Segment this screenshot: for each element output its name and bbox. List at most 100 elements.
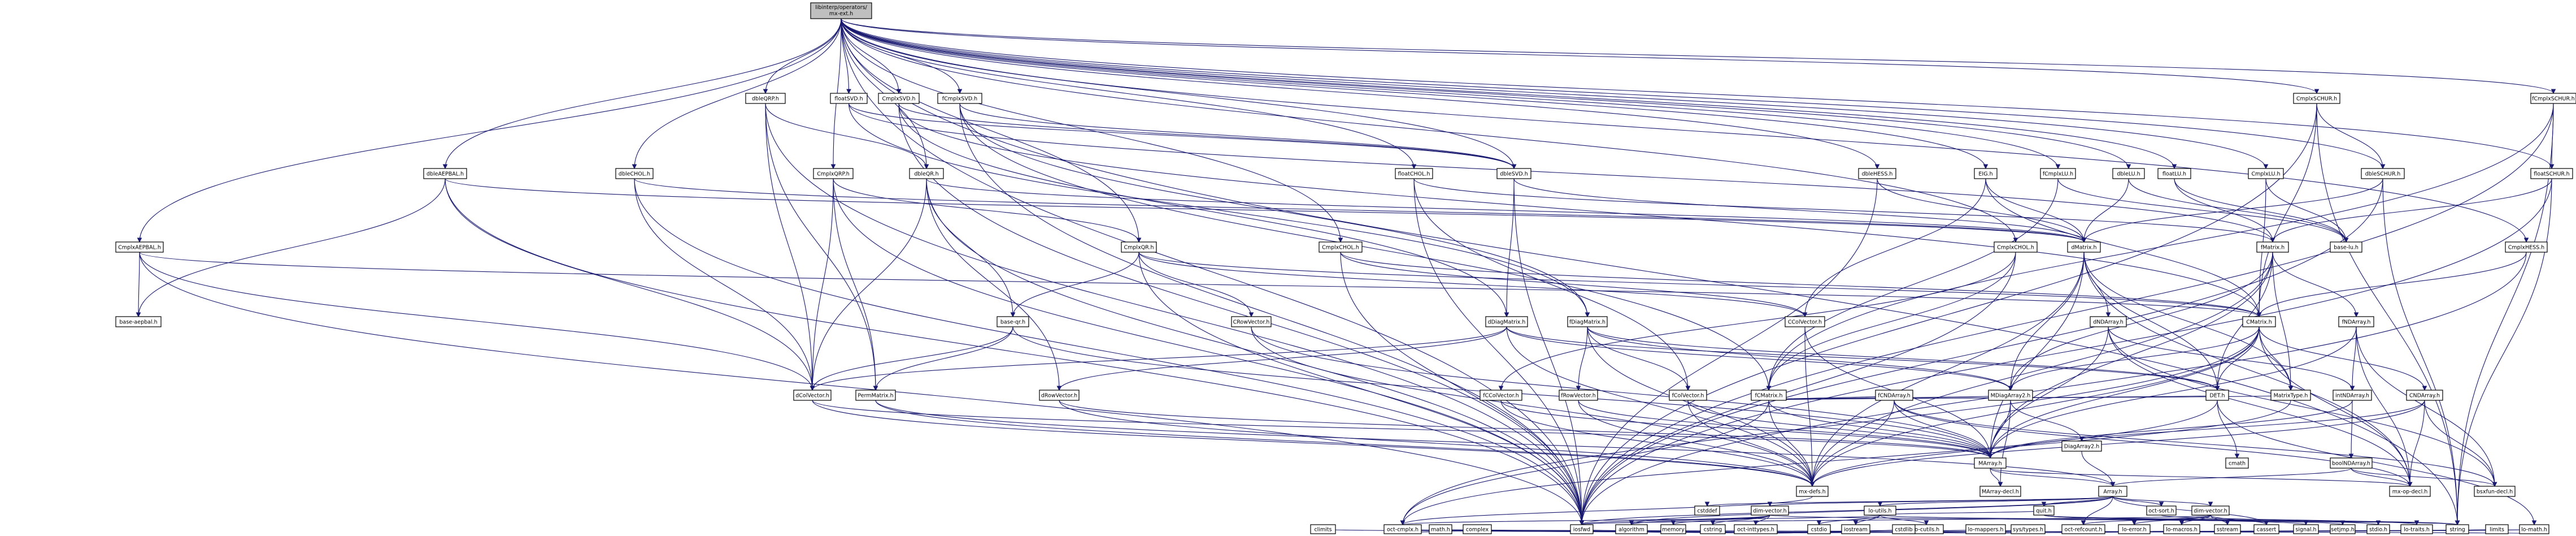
node-dDiagMatrix[interactable]: dDiagMatrix.h (1485, 316, 1528, 327)
node-CmplxLU[interactable]: CmplxLU.h (2248, 168, 2284, 179)
node-cstring[interactable]: cstring (1700, 524, 1726, 534)
node-box (1615, 524, 1648, 534)
node-fCmplxSVD[interactable]: fCmplxSVD.h (937, 93, 982, 104)
node-box (1751, 505, 1789, 516)
node-bsxfundecl[interactable]: bsxfun-decl.h (2474, 486, 2516, 497)
node-mxopdecl[interactable]: mx-op-decl.h (2389, 486, 2431, 497)
node-EIG[interactable]: EIG.h (1974, 168, 1998, 179)
node-CmplxSVD[interactable]: CmplxSVD.h (878, 93, 920, 104)
node-fCMatrix[interactable]: fCMatrix.h (1751, 390, 1787, 401)
node-fCNDArray[interactable]: fCNDArray.h (1875, 390, 1913, 401)
node-DiagArray2[interactable]: DiagArray2.h (2061, 440, 2102, 452)
node-CmplxAEPBAL[interactable]: CmplxAEPBAL.h (115, 241, 164, 253)
node-quit[interactable]: quit.h (2033, 505, 2055, 516)
node-fRowVector[interactable]: fRowVector.h (1559, 390, 1598, 401)
node-dimvector2[interactable]: dim-vector.h (2191, 505, 2230, 516)
node-dRowVector[interactable]: dRowVector.h (1039, 390, 1080, 401)
node-MArraydecl[interactable]: MArray-decl.h (1979, 486, 2021, 497)
node-cstddef[interactable]: cstddef (1694, 505, 1720, 516)
node-dbleSCHUR[interactable]: dbleSCHUR.h (2361, 168, 2405, 179)
node-fCmplxLU[interactable]: fCmplxLU.h (2040, 168, 2076, 179)
node-fDiagMatrix[interactable]: fDiagMatrix.h (1567, 316, 1608, 327)
node-intNDArray[interactable]: intNDArray.h (2333, 390, 2372, 401)
node-Array[interactable]: Array.h (2098, 486, 2127, 497)
node-cstdlib[interactable]: cstdlib (1892, 524, 1916, 534)
node-fColVector[interactable]: fColVector.h (1669, 390, 1707, 401)
node-octinttypes[interactable]: oct-inttypes.h (1734, 524, 1778, 534)
node-cmath[interactable]: cmath (2225, 457, 2249, 469)
node-lomath[interactable]: lo-math.h (2519, 524, 2549, 534)
node-dbleQR[interactable]: dbleQR.h (909, 168, 944, 179)
node-iosfwd[interactable]: iosfwd (1570, 524, 1594, 534)
edge-dRowVector-to-mxdefs (1059, 400, 1815, 487)
node-dimvectorh[interactable]: dim-vector.h (1751, 505, 1789, 516)
node-baselu[interactable]: base-lu.h (2330, 241, 2362, 253)
node-locutils[interactable]: lo-cutils.h (1909, 524, 1944, 534)
node-fNDArray[interactable]: fNDArray.h (2338, 316, 2374, 327)
node-cstdio[interactable]: cstdio (1807, 524, 1831, 534)
edge-MArray-to-Array (1990, 468, 2116, 487)
node-dbleQRP[interactable]: dbleQRP.h (745, 93, 786, 104)
node-floatSVD[interactable]: floatSVD.h (830, 93, 868, 104)
node-string[interactable]: string (2446, 524, 2469, 534)
node-lomappers[interactable]: lo-mappers.h (1965, 524, 2006, 534)
node-label: dim-vector.h (2194, 508, 2227, 515)
node-lomacros[interactable]: lo-macros.h (2163, 524, 2200, 534)
node-lotraits[interactable]: lo-traits.h (2400, 524, 2433, 534)
node-PermMatrix[interactable]: PermMatrix.h (855, 390, 896, 401)
node-CRowVector[interactable]: CRowVector.h (1231, 316, 1272, 327)
node-CmplxQR[interactable]: CmplxQR.h (1121, 241, 1157, 253)
node-baseaepbal[interactable]: base-aepbal.h (115, 316, 162, 327)
node-complex[interactable]: complex (1463, 524, 1492, 534)
node-MatrixType[interactable]: MatrixType.h (2270, 390, 2311, 401)
node-stdioh[interactable]: stdio.h (2366, 524, 2390, 534)
node-MDiagArray2[interactable]: MDiagArray2.h (1988, 390, 2033, 401)
node-octrefcount[interactable]: oct-refcount.h (2061, 524, 2105, 534)
node-setjmp[interactable]: setjmp.h (2330, 524, 2356, 534)
node-dbleHESS[interactable]: dbleHESS.h (1858, 168, 1896, 179)
node-fCColVector[interactable]: fCColVector.h (1480, 390, 1522, 401)
node-fCmplxSCHUR[interactable]: fCmplxSCHUR.h (2530, 93, 2576, 104)
node-iostream[interactable]: iostream (1841, 524, 1870, 534)
node-cassert[interactable]: cassert (2253, 524, 2279, 534)
node-dColVector[interactable]: dColVector.h (793, 390, 832, 401)
node-dMatrix[interactable]: dMatrix.h (2067, 241, 2101, 253)
node-dbleSVD[interactable]: dbleSVD.h (1496, 168, 1531, 179)
node-memory[interactable]: memory (1660, 524, 1686, 534)
node-algorithm[interactable]: algorithm (1615, 524, 1648, 534)
node-sstream[interactable]: sstream (2214, 524, 2241, 534)
node-mxdefs[interactable]: mx-defs.h (1796, 486, 1829, 497)
node-dbleCHOL[interactable]: dbleCHOL.h (615, 168, 654, 179)
node-floatLU[interactable]: floatLU.h (2157, 168, 2191, 179)
node-CmplxCHOL[interactable]: CmplxCHOL.h (1319, 241, 1363, 253)
node-CColVector[interactable]: CColVector.h (1785, 316, 1825, 327)
node-CNDArray[interactable]: CNDArray.h (2406, 390, 2443, 401)
node-climits[interactable]: climits (1310, 524, 1336, 534)
node-octsort[interactable]: oct-sort.h (2146, 505, 2177, 516)
node-floatCHOL[interactable]: floatCHOL.h (1395, 168, 1433, 179)
node-floatSCHUR[interactable]: floatSCHUR.h (2530, 168, 2573, 179)
node-CMatrix[interactable]: CMatrix.h (2242, 316, 2276, 327)
node-CmplxSCHUR[interactable]: CmplxSCHUR.h (2293, 93, 2340, 104)
node-limits[interactable]: limits (2485, 524, 2509, 534)
node-dNDArray[interactable]: dNDArray.h (2090, 316, 2127, 327)
node-MArray[interactable]: MArray.h (1974, 457, 2007, 469)
node-baseqr[interactable]: base-qr.h (997, 316, 1029, 327)
node-dbleAEPBAL[interactable]: dbleAEPBAL.h (423, 168, 467, 179)
node-octcmplx[interactable]: oct-cmplx.h (1383, 524, 1422, 534)
node-boolNDArray[interactable]: boolNDArray.h (2330, 457, 2373, 469)
node-CmplxHESS[interactable]: CmplxHESS.h (2505, 241, 2548, 253)
node-systypes[interactable]: sys/types.h (2011, 524, 2046, 534)
node-root[interactable]: libinterp/operators/mx-ext.h (810, 2, 872, 19)
node-DET[interactable]: DET.h (2205, 390, 2229, 401)
node-mathh[interactable]: math.h (1429, 524, 1452, 534)
node-CmplxQRP[interactable]: CmplxQRP.h (813, 168, 854, 179)
node-loutils[interactable]: lo-utils.h (1864, 505, 1896, 516)
node-dbleLU[interactable]: dbleLU.h (2112, 168, 2145, 179)
node-fMatrix[interactable]: fMatrix.h (2256, 241, 2289, 253)
edge-dMatrix-to-MDiagArray2 (2008, 252, 2085, 391)
node-loarrayerrwarn[interactable]: lo-error.h (2118, 524, 2151, 534)
node-box (1496, 168, 1531, 179)
node-signal[interactable]: signal.h (2293, 524, 2319, 534)
node-CmplxCHOL2[interactable]: CmplxCHOL.h (1994, 241, 2038, 253)
